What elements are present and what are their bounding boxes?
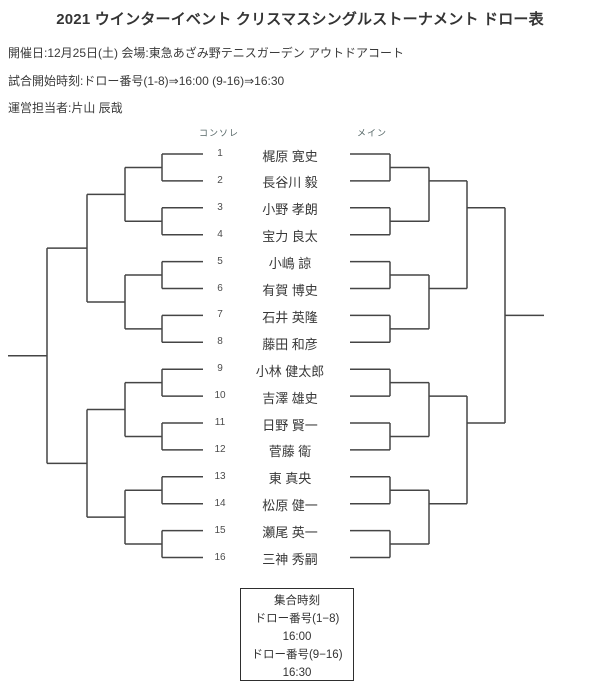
consolation-bracket-label: コンソレ <box>198 128 239 138</box>
draw-number: 10 <box>214 390 226 402</box>
player-name: 松原 健一 <box>262 498 318 514</box>
player-name: 長谷川 毅 <box>262 175 318 191</box>
draw-number: 16 <box>214 551 226 563</box>
meeting-box-row: 16:30 <box>282 667 312 679</box>
meeting-box-title: 集合時刻 <box>274 595 320 607</box>
draw-number: 2 <box>217 174 223 186</box>
draw-number: 11 <box>214 417 226 428</box>
draw-number: 14 <box>214 497 226 509</box>
meeting-box-row: 16:00 <box>282 631 312 643</box>
player-name: 小野 孝朗 <box>262 202 318 218</box>
draw-number: 3 <box>217 201 223 213</box>
draw-number: 13 <box>214 470 226 482</box>
player-name: 小林 健太郎 <box>255 363 325 379</box>
draw-number: 9 <box>217 363 223 375</box>
player-name: 梶原 寛史 <box>262 148 318 164</box>
player-name: 三神 秀嗣 <box>262 552 318 567</box>
draw-number: 15 <box>214 524 226 536</box>
draw-number: 12 <box>214 443 226 455</box>
page-title: 2021 ウインターイベント クリスマスシングルストーナメント ドロー表 <box>56 11 544 28</box>
player-name: 小嶋 諒 <box>268 256 312 272</box>
player-name: 石井 英隆 <box>262 309 318 325</box>
draw-number: 5 <box>217 255 223 267</box>
player-name: 瀬尾 英一 <box>262 525 318 541</box>
player-name: 有賀 博史 <box>262 283 318 298</box>
info-line-date-venue: 開催日:12月25日(土) 会場:東急あざみ野テニスガーデン アウトドアコート <box>8 46 405 60</box>
player-name: 吉澤 雄史 <box>262 390 318 406</box>
player-name: 東 真央 <box>268 471 312 487</box>
draw-number: 4 <box>217 228 223 240</box>
draw-number: 1 <box>217 148 223 159</box>
player-name: 日野 賢一 <box>262 417 318 433</box>
meeting-time-box: 集合時刻 ドロー番号(1−8) 16:00 ドロー番号(9−16) 16:30 <box>240 588 354 681</box>
draw-number: 8 <box>217 336 223 348</box>
player-name: 宝力 良太 <box>262 229 318 245</box>
player-name: 藤田 和彦 <box>262 336 318 352</box>
player-name: 菅藤 衛 <box>268 444 312 460</box>
draw-number: 6 <box>217 282 223 294</box>
draw-number: 7 <box>217 309 223 321</box>
meeting-box-row: ドロー番号(1−8) <box>254 613 340 625</box>
main-bracket-label: メイン <box>356 128 387 138</box>
info-line-manager: 運営担当者:片山 辰哉 <box>8 101 123 115</box>
meeting-box-row: ドロー番号(9−16) <box>251 649 343 661</box>
info-line-start-times: 試合開始時刻:ドロー番号(1-8)⇒16:00 (9-16)⇒16:30 <box>8 74 285 88</box>
